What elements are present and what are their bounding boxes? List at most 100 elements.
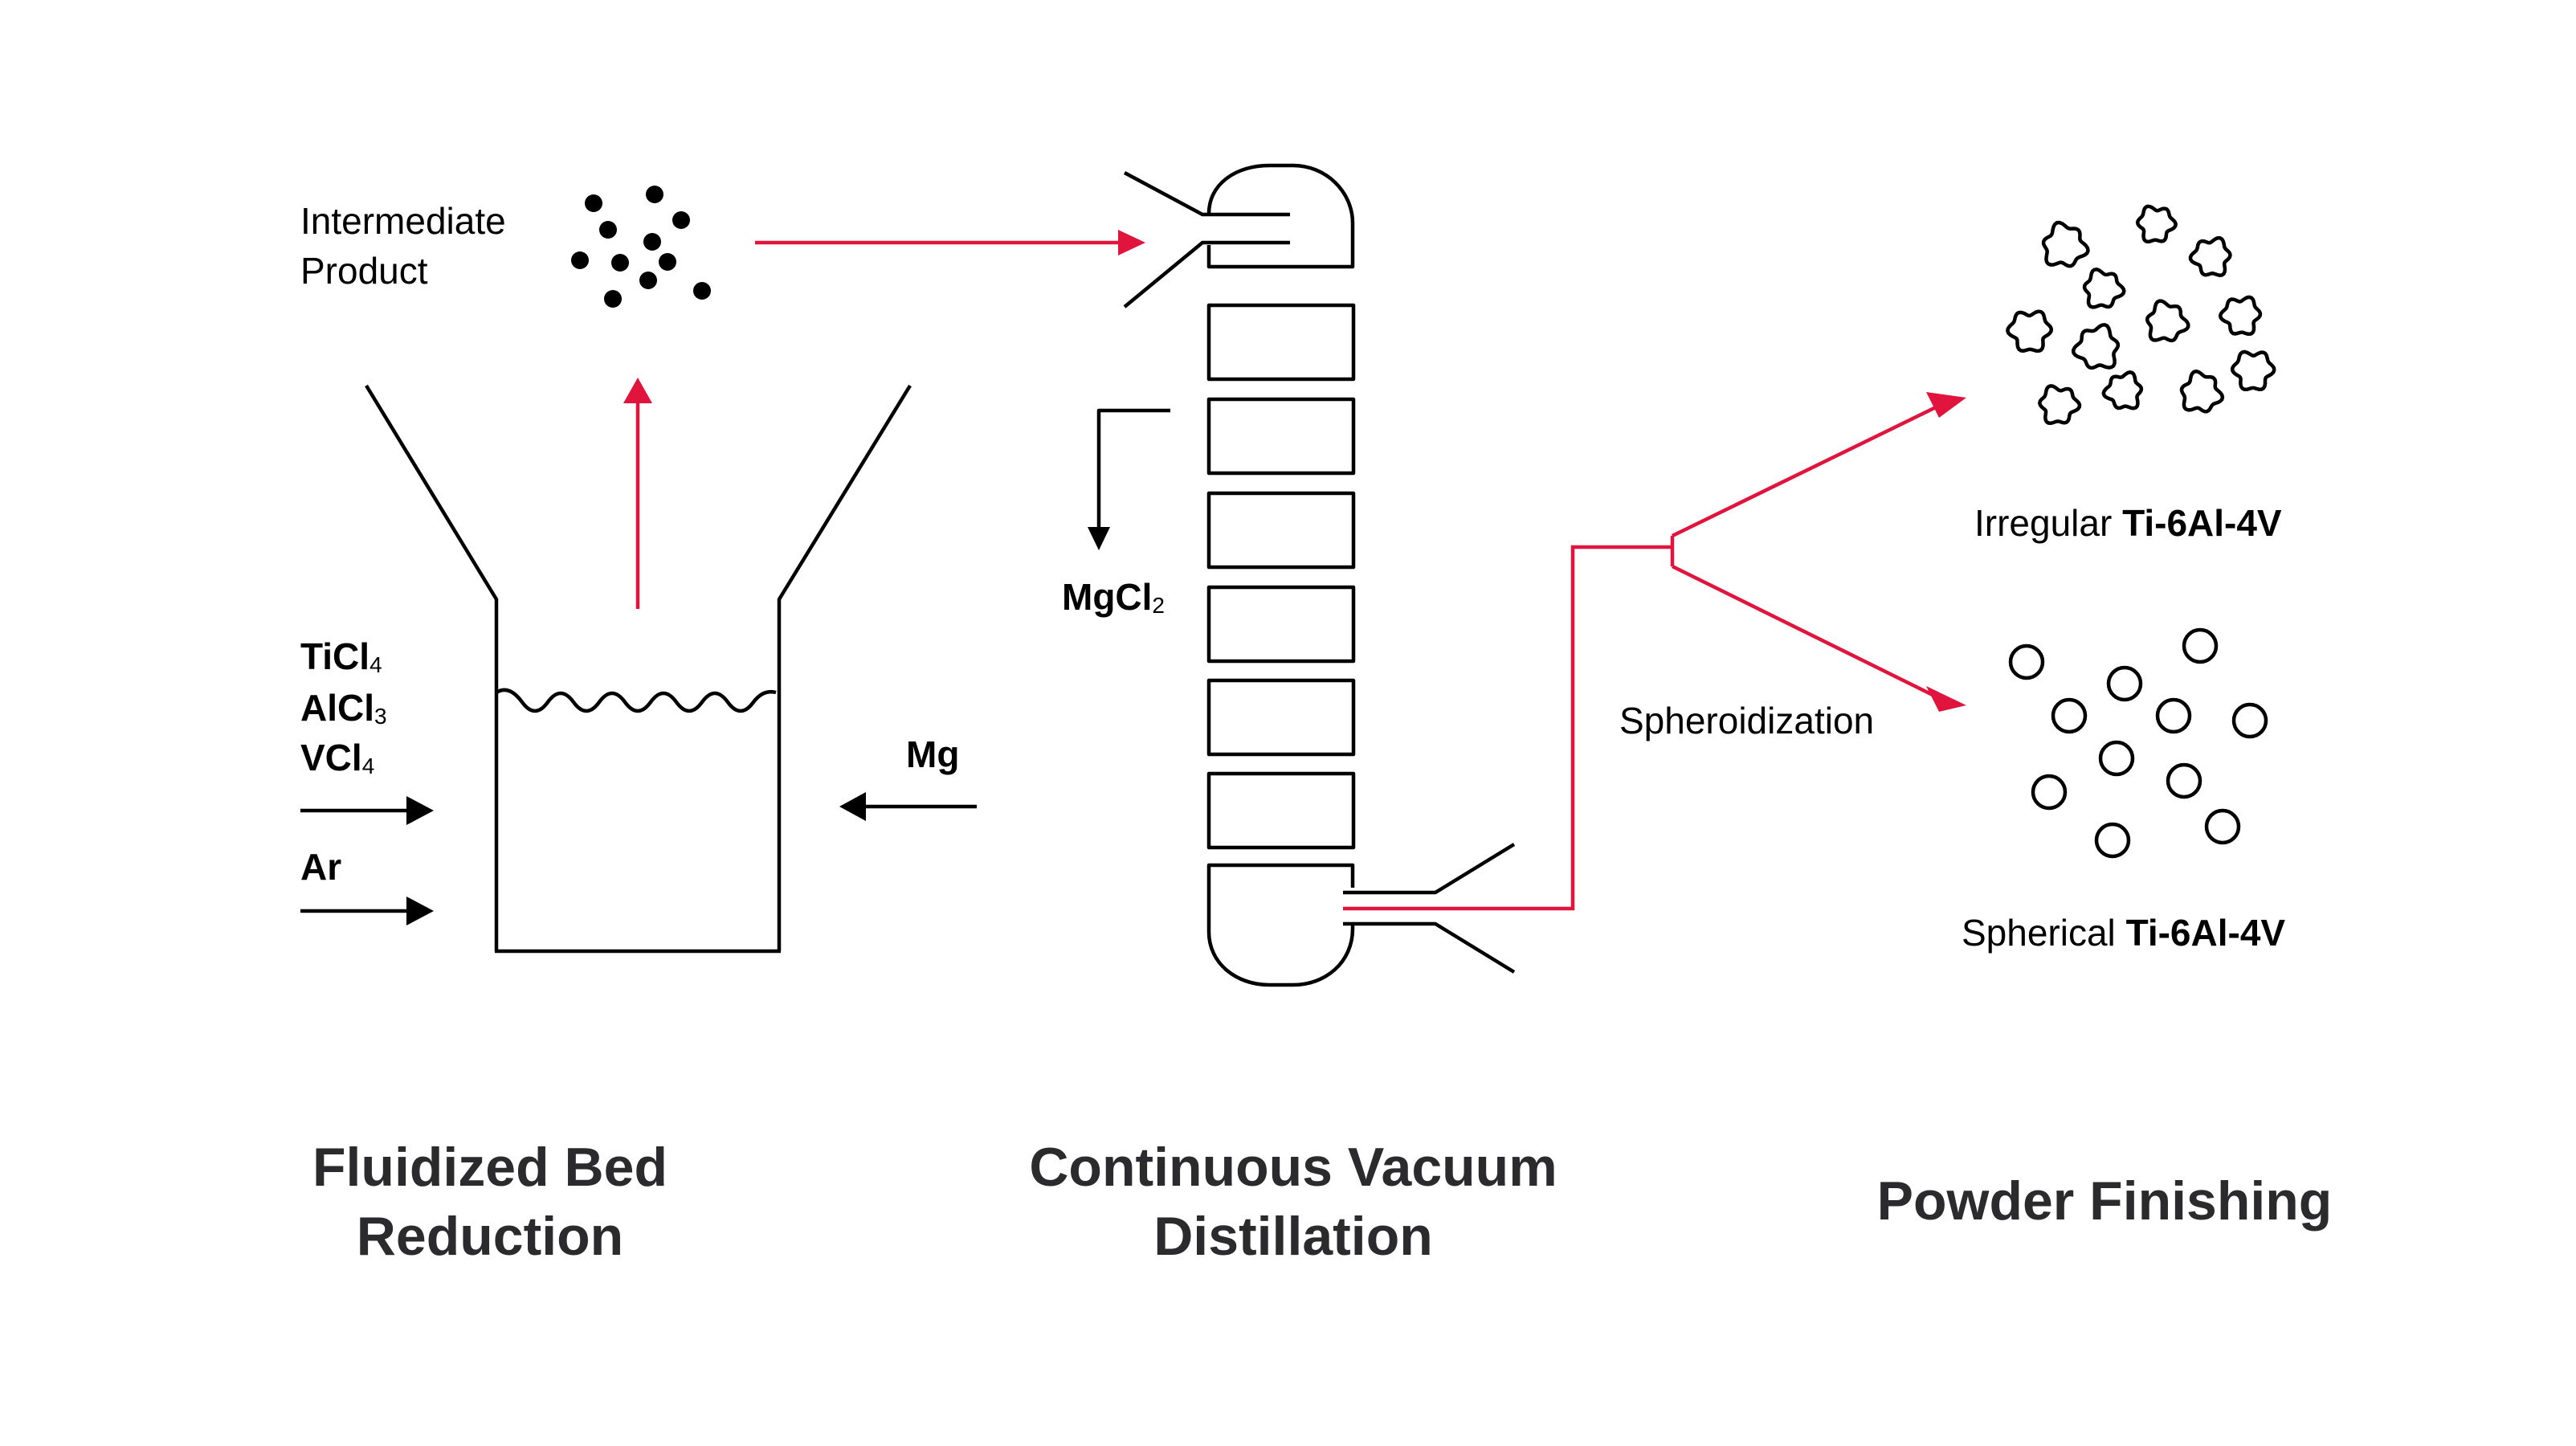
- spheroidization-label: Spheroidization: [1619, 700, 1875, 741]
- particle-dot: [585, 194, 602, 212]
- irregular-alloy-name: Ti-6Al-4V: [2122, 502, 2282, 544]
- liquid-surface-wave: [495, 688, 777, 713]
- stage-title-line1: Continuous Vacuum: [1029, 1137, 1557, 1198]
- particle-dot: [643, 233, 661, 251]
- vcl4-base: VCl: [300, 737, 362, 778]
- ticl4-base: TiCl: [300, 635, 370, 677]
- distillation-column: [1088, 163, 1516, 987]
- column-tray: [1206, 491, 1356, 570]
- column-outlet-nozzle-upper: [1343, 843, 1516, 895]
- stage-title-line1: Fluidized Bed: [312, 1137, 667, 1198]
- vcl4-label: VCl4: [300, 733, 374, 791]
- arrow-head-right-icon: [406, 897, 434, 925]
- spherical-alloy-name: Ti-6Al-4V: [2125, 912, 2286, 954]
- alcl3-base: AlCl: [300, 687, 374, 729]
- irregular-particle: [2038, 384, 2082, 426]
- reactor-funnel-right-wall: [777, 384, 912, 951]
- column-outlet-nozzle-lower: [1343, 921, 1516, 974]
- column-bottom-dome: [1206, 863, 1355, 987]
- intermediate-product-particles-icon: [571, 186, 711, 308]
- column-trays: [1206, 303, 1356, 850]
- arrow-head-up-right-icon: [1926, 392, 1966, 418]
- spherical-particle: [2098, 740, 2135, 777]
- vcl4-subscript: 4: [361, 754, 375, 778]
- particle-dot: [604, 290, 622, 308]
- intermediate-product-label-line1: Intermediate: [300, 200, 506, 242]
- particle-dot: [639, 272, 657, 289]
- spherical-particle: [2031, 774, 2068, 811]
- spherical-particle: [2166, 762, 2202, 799]
- spherical-particles-icon: [2008, 627, 2268, 859]
- product-to-finishing-line: [1343, 392, 1966, 911]
- stage-title-vacuum-distillation: Continuous Vacuum Distillation: [972, 1133, 1615, 1271]
- mgcl2-subscript: 2: [1152, 593, 1165, 618]
- particle-dot: [672, 211, 690, 229]
- spherical-particle: [2204, 808, 2241, 845]
- ticl4-subscript: 4: [369, 652, 382, 677]
- column-tray: [1206, 771, 1356, 850]
- particle-dot: [659, 253, 676, 271]
- irregular-particle: [2071, 323, 2121, 370]
- mgcl2-label: MgCl2: [1062, 572, 1165, 631]
- irregular-particle: [2231, 349, 2276, 392]
- magnesium-feed-arrow: [839, 792, 977, 821]
- reactor-to-intermediate-arrow: [623, 378, 652, 609]
- irregular-particle: [2101, 370, 2144, 411]
- irregular-powder-label: Irregular Ti-6Al-4V: [1974, 498, 2282, 548]
- arrow-head-up-icon: [623, 378, 652, 403]
- argon-feed-arrow: [300, 897, 434, 925]
- spherical-particle: [2155, 697, 2192, 734]
- particle-dot: [646, 186, 663, 203]
- spherical-particle: [2231, 702, 2268, 739]
- spherical-powder-label: Spherical Ti-6Al-4V: [1962, 908, 2285, 958]
- column-inlet-nozzle-lower: [1123, 240, 1290, 308]
- arrow-head-right-icon: [406, 796, 434, 825]
- magnesium-label: Mg: [906, 733, 960, 775]
- irregular-particle: [2135, 204, 2178, 244]
- argon-label: Ar: [300, 846, 342, 888]
- mgcl2-base: MgCl: [1062, 576, 1153, 618]
- column-top-dome: [1206, 163, 1355, 269]
- mgcl2-side-draw-line: [1096, 408, 1170, 530]
- arrow-head-left-icon: [839, 792, 866, 821]
- irregular-particle: [2179, 369, 2225, 414]
- irregular-prefix: Irregular: [1974, 502, 2113, 544]
- fluidized-bed-reactor: [365, 384, 912, 954]
- intermediate-product-label-line2: Product: [300, 250, 428, 292]
- irregular-particle: [2041, 220, 2090, 268]
- stage-title-line2: Distillation: [1153, 1206, 1433, 1267]
- stage-title-line2: Reduction: [356, 1206, 624, 1267]
- column-tray: [1206, 585, 1356, 664]
- irregular-particle: [2218, 295, 2263, 337]
- particle-dot: [599, 221, 617, 239]
- stage-title-fluidized-bed: Fluidized Bed Reduction: [249, 1133, 731, 1271]
- particle-dot: [571, 251, 589, 269]
- intermediate-to-distillation-arrow: [755, 230, 1145, 255]
- spherical-particle: [2106, 665, 2143, 702]
- irregular-particles-icon: [2006, 204, 2276, 426]
- spherical-particle: [2182, 627, 2219, 664]
- column-inlet-nozzle-upper: [1123, 171, 1290, 217]
- irregular-particle: [2006, 309, 2053, 353]
- spherical-prefix: Spherical: [1962, 912, 2116, 954]
- alcl3-label: AlCl3: [300, 683, 387, 741]
- irregular-particle: [2145, 299, 2190, 343]
- ticl4-label: TiCl4: [300, 631, 382, 690]
- alcl3-subscript: 3: [374, 704, 387, 729]
- arrow-head-right-icon: [1118, 230, 1145, 255]
- column-tray: [1206, 678, 1356, 757]
- chloride-feed-arrow: [300, 796, 434, 825]
- reactor-funnel-left-wall: [365, 384, 499, 951]
- spherical-particle: [2008, 643, 2045, 680]
- stage-title-powder-finishing: Powder Finishing: [1823, 1166, 2386, 1236]
- stage-title-line1: Powder Finishing: [1876, 1170, 2333, 1232]
- irregular-particle: [2188, 235, 2232, 277]
- arrow-head-down-icon: [1088, 527, 1110, 550]
- column-tray: [1206, 303, 1356, 382]
- particle-dot: [693, 282, 711, 300]
- spherical-particle: [2051, 697, 2088, 734]
- column-tray: [1206, 397, 1356, 476]
- irregular-particle: [2082, 268, 2126, 309]
- arrow-head-down-right-icon: [1926, 686, 1966, 712]
